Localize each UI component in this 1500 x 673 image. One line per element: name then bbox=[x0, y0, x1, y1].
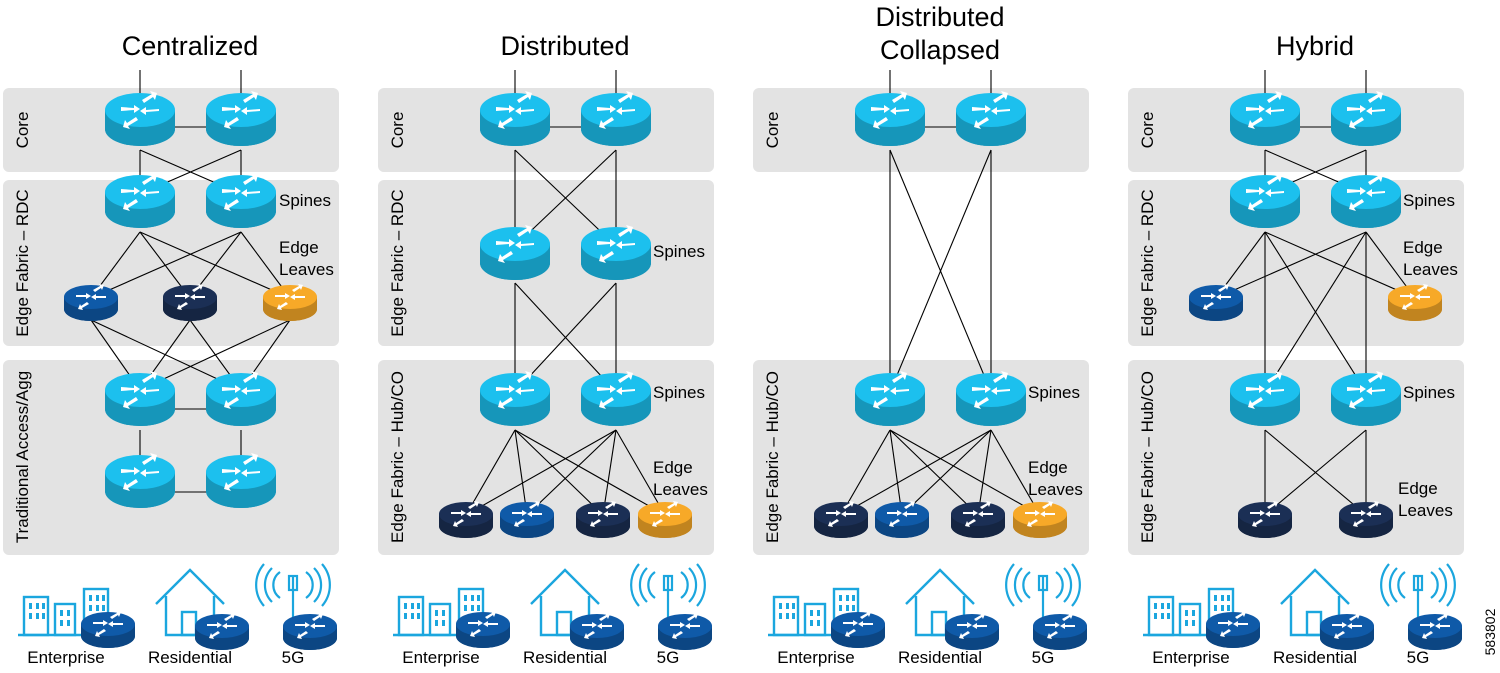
panel-title: Distributed bbox=[875, 2, 1004, 32]
router-icon bbox=[951, 501, 1005, 538]
band-label-hub-co: Edge Fabric – Hub/CO bbox=[1138, 371, 1157, 543]
router-icon bbox=[163, 284, 217, 321]
footer-enterprise: Enterprise bbox=[27, 648, 104, 667]
band-label-rdc: Edge Fabric – RDC bbox=[1138, 189, 1157, 336]
router-icon bbox=[206, 91, 276, 146]
band-label-rdc: Edge Fabric – RDC bbox=[388, 189, 407, 336]
router-icon bbox=[581, 91, 651, 146]
footer-5g: 5G bbox=[1032, 648, 1055, 667]
router-icon bbox=[105, 371, 175, 426]
footer-enterprise: Enterprise bbox=[1152, 648, 1229, 667]
edge-label: Edge bbox=[1398, 479, 1438, 498]
router-icon bbox=[500, 501, 554, 538]
router-icon bbox=[206, 173, 276, 228]
endpoints-row bbox=[393, 564, 712, 650]
footer-residential: Residential bbox=[898, 648, 982, 667]
router-icon bbox=[206, 371, 276, 426]
panel-title-line-2: Collapsed bbox=[880, 35, 1000, 65]
footer-residential: Residential bbox=[1273, 648, 1357, 667]
spines-label: Spines bbox=[1403, 383, 1455, 402]
spines-label: Spines bbox=[1403, 191, 1455, 210]
router-icon bbox=[1230, 371, 1300, 426]
router-icon bbox=[576, 501, 630, 538]
panel-title: Distributed bbox=[500, 31, 629, 61]
edge-label: Edge bbox=[279, 238, 319, 257]
panel-title: Hybrid bbox=[1276, 31, 1354, 61]
router-icon bbox=[1238, 501, 1292, 538]
band-label-hub-co: Edge Fabric – Hub/CO bbox=[388, 371, 407, 543]
leaves-label: Leaves bbox=[279, 260, 334, 279]
router-icon bbox=[1331, 91, 1401, 146]
footer-residential: Residential bbox=[523, 648, 607, 667]
panel-distributed-collapsed: Distributed Collapsed Core Edge Fabric –… bbox=[753, 2, 1089, 667]
router-icon bbox=[1230, 91, 1300, 146]
band-label-access-agg: Traditional Access/Agg bbox=[13, 371, 32, 543]
links bbox=[840, 70, 1041, 516]
spines-label: Spines bbox=[653, 383, 705, 402]
footer-residential: Residential bbox=[148, 648, 232, 667]
figure-id: 583802 bbox=[1482, 608, 1498, 655]
footer-enterprise: Enterprise bbox=[402, 648, 479, 667]
router-icon bbox=[263, 284, 317, 321]
leaves-label: Leaves bbox=[1398, 501, 1453, 520]
router-icon bbox=[480, 225, 550, 280]
leaves-label: Leaves bbox=[1028, 480, 1083, 499]
router-icon bbox=[1339, 501, 1393, 538]
router-icon bbox=[1230, 173, 1300, 228]
band-label-core: Core bbox=[13, 112, 32, 149]
router-icon bbox=[956, 91, 1026, 146]
router-icon bbox=[64, 284, 118, 321]
router-icon bbox=[875, 501, 929, 538]
router-icon bbox=[1013, 501, 1067, 538]
endpoints-row bbox=[768, 564, 1087, 650]
band-label-hub-co: Edge Fabric – Hub/CO bbox=[763, 371, 782, 543]
footer-5g: 5G bbox=[282, 648, 305, 667]
footer-5g: 5G bbox=[1407, 648, 1430, 667]
band-label-rdc: Edge Fabric – RDC bbox=[13, 189, 32, 336]
edge-label: Edge bbox=[653, 458, 693, 477]
spines-label: Spines bbox=[1028, 383, 1080, 402]
leaves-label: Leaves bbox=[653, 480, 708, 499]
router-icon bbox=[105, 453, 175, 508]
router-icon bbox=[581, 225, 651, 280]
router-icon bbox=[105, 91, 175, 146]
router-icon bbox=[1388, 284, 1442, 321]
router-icon bbox=[480, 91, 550, 146]
footer-5g: 5G bbox=[657, 648, 680, 667]
router-icon bbox=[439, 501, 493, 538]
router-icon bbox=[1189, 284, 1243, 321]
router-icon bbox=[956, 371, 1026, 426]
panel-distributed: Distributed Core Edge Fabric – RDC Edge … bbox=[378, 31, 714, 667]
band-label-core: Core bbox=[1138, 112, 1157, 149]
router-icon bbox=[855, 371, 925, 426]
endpoints-row bbox=[1143, 564, 1462, 650]
router-icon bbox=[814, 501, 868, 538]
panel-title: Centralized bbox=[122, 31, 259, 61]
footer-enterprise: Enterprise bbox=[777, 648, 854, 667]
edge-label: Edge bbox=[1028, 458, 1068, 477]
band-label-core: Core bbox=[763, 112, 782, 149]
panel-centralized: Centralized Core Edge Fabric – RDC Tradi… bbox=[3, 31, 339, 667]
panel-hybrid: Hybrid Core Edge Fabric – RDC Edge Fabri… bbox=[1128, 31, 1464, 667]
router-icon bbox=[480, 371, 550, 426]
router-icon bbox=[206, 453, 276, 508]
endpoints-row bbox=[18, 564, 337, 650]
router-icon bbox=[1331, 173, 1401, 228]
leaves-label: Leaves bbox=[1403, 260, 1458, 279]
router-icon bbox=[638, 501, 692, 538]
band-label-core: Core bbox=[388, 112, 407, 149]
router-icon bbox=[105, 173, 175, 228]
router-icon bbox=[1331, 371, 1401, 426]
edge-label: Edge bbox=[1403, 238, 1443, 257]
spines-label: Spines bbox=[653, 242, 705, 261]
links bbox=[1215, 70, 1416, 516]
spines-label: Spines bbox=[279, 191, 331, 210]
router-icon bbox=[855, 91, 925, 146]
router-icon bbox=[581, 371, 651, 426]
